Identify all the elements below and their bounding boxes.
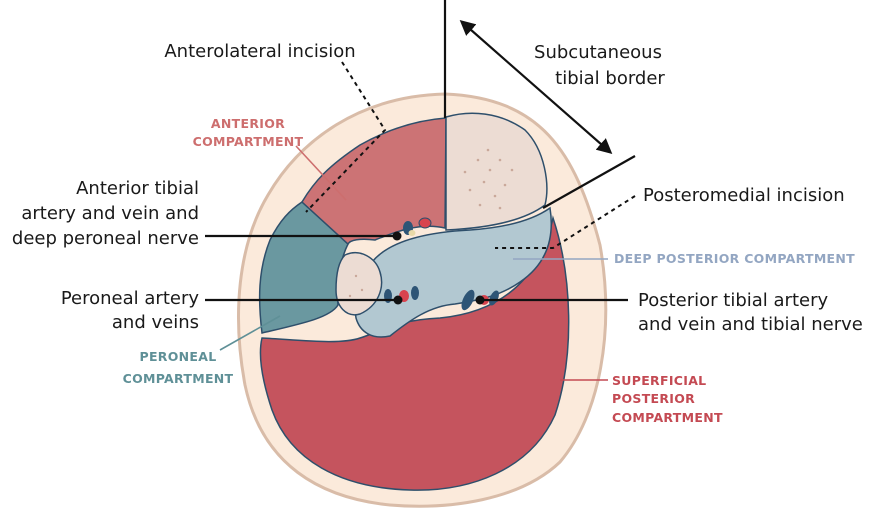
- anterior-tibial-label-line2: artery and vein and: [21, 203, 199, 224]
- anterior-compartment-label-line1: ANTERIOR: [211, 116, 285, 131]
- anterior-tibial-vessel-red: [419, 218, 431, 228]
- deep-posterior-compartment-label: DEEP POSTERIOR COMPARTMENT: [614, 251, 855, 266]
- peroneal-compartment-label-line1: PERONEAL: [140, 349, 217, 364]
- subcutaneous-border-label-line1: Subcutaneous: [534, 42, 662, 63]
- subcutaneous-border-label-line2: tibial border: [555, 68, 665, 89]
- anterior-tibial-label-line1: Anterior tibial: [76, 178, 199, 199]
- anterior-tibial-label-line3: deep peroneal nerve: [12, 228, 199, 249]
- peroneal-vein-right: [411, 286, 419, 300]
- peroneal-artery-label-line2: and veins: [112, 312, 199, 333]
- posterior-tibial-label-line1: Posterior tibial artery: [638, 290, 828, 311]
- anterolateral-incision-label: Anterolateral incision: [164, 41, 355, 62]
- deep-peroneal-nerve: [409, 230, 416, 236]
- peroneal-artery-label-line1: Peroneal artery: [61, 288, 200, 309]
- posterior-tibial-label-line2: and vein and tibial nerve: [638, 314, 863, 335]
- posteromedial-incision-label: Posteromedial incision: [643, 185, 845, 206]
- superficial-posterior-label-line1: SUPERFICIAL: [612, 373, 706, 388]
- superficial-posterior-label-line3: COMPARTMENT: [612, 410, 723, 425]
- superficial-posterior-label-line2: POSTERIOR: [612, 391, 695, 406]
- peroneal-compartment-label-line2: COMPARTMENT: [123, 371, 234, 386]
- anterior-compartment-label-line2: COMPARTMENT: [193, 134, 304, 149]
